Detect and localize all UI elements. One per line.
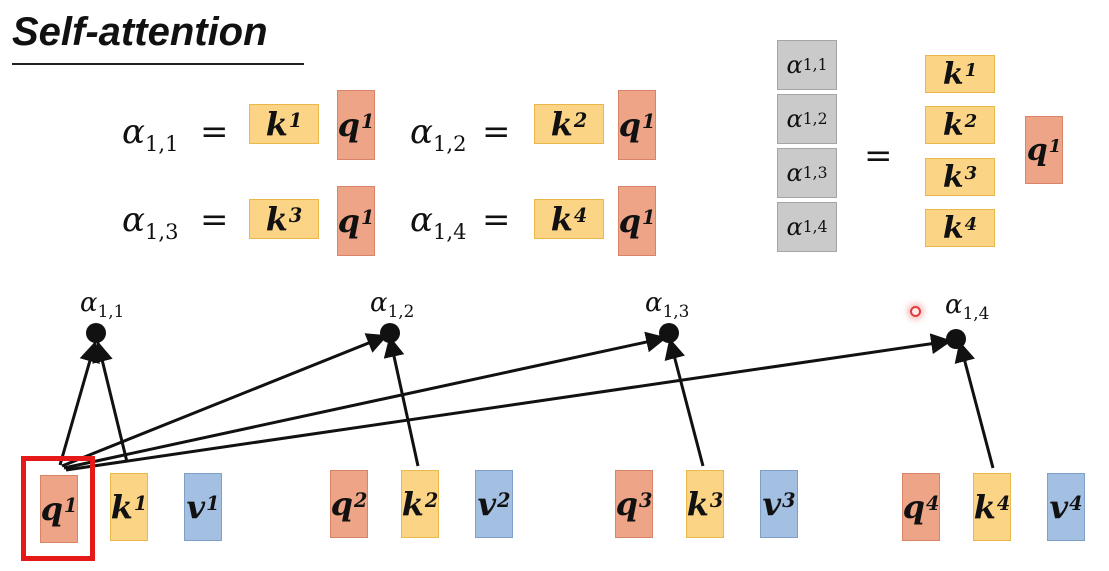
equation-lhs-1-4: α1,4: [410, 200, 467, 244]
equation-lhs-1-3: α1,3: [122, 200, 179, 244]
arrow-k4-to-a14: [954, 340, 995, 469]
score-node-2: [380, 323, 400, 343]
score-label-2: α1,2: [370, 288, 415, 322]
arrow-k2-to-a12: [383, 335, 420, 467]
score-node-4: [946, 329, 966, 349]
score-node-3: [659, 323, 679, 343]
equals-sign: =: [200, 112, 229, 152]
equals-sign: =: [482, 112, 511, 152]
equation-lhs-1-1: α1,1: [122, 112, 179, 156]
equals-sign: =: [864, 136, 893, 176]
title-underline: [12, 63, 304, 65]
score-node-1: [86, 323, 106, 343]
score-label-3: α1,3: [645, 288, 690, 322]
arrow-q1-to-a13: [63, 331, 668, 470]
arrow-q1-to-a12: [61, 333, 388, 468]
arrow-q1-to-a11: [58, 340, 100, 466]
equals-sign: =: [482, 200, 511, 240]
score-label-4: α1,4: [945, 290, 990, 324]
score-label-1: α1,1: [80, 288, 125, 322]
arrow-q1-to-a14: [65, 333, 953, 472]
arrow-k3-to-a13: [664, 337, 705, 467]
equation-lhs-1-2: α1,2: [410, 112, 467, 156]
page-title: Self-attention: [12, 10, 268, 54]
query-highlight-frame: [21, 456, 95, 561]
laser-pointer: [910, 306, 921, 317]
equals-sign: =: [200, 200, 229, 240]
